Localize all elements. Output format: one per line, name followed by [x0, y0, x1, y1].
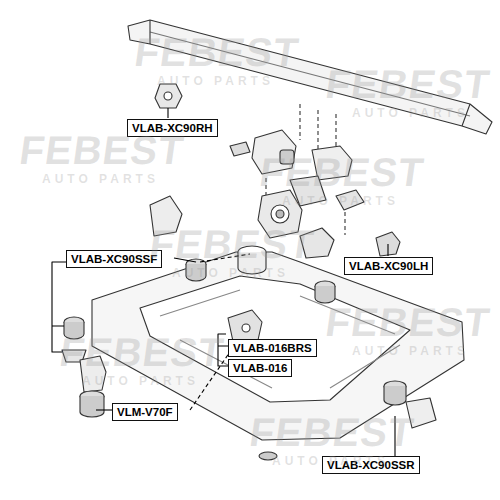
- watermark-brand: FEBEST: [257, 150, 427, 195]
- watermark-tagline: AUTO PARTS: [282, 194, 399, 208]
- part-number: VLAB-XC90LH: [349, 260, 428, 272]
- part-number-box: VLAB-XC90SSR: [322, 456, 420, 474]
- watermark-tagline: AUTO PARTS: [352, 106, 469, 120]
- part-number: VLM-V70F: [117, 406, 173, 418]
- part-number-box: VLAB-XC90LH: [344, 257, 433, 275]
- part-number-box: VLAB-016BRS: [228, 339, 317, 357]
- part-number-box: VLAB-XC90RH: [127, 119, 218, 137]
- watermark-tagline: AUTO PARTS: [42, 172, 159, 186]
- watermark-brand: FEBEST: [57, 330, 227, 375]
- watermark-brand: FEBEST: [323, 62, 493, 107]
- part-number: VLAB-XC90RH: [132, 122, 213, 134]
- watermark-brand: FEBEST: [247, 410, 417, 455]
- part-number-box: VLAB-016: [228, 359, 292, 377]
- watermark-tagline: AUTO PARTS: [172, 266, 289, 280]
- watermark-tagline: AUTO PARTS: [82, 374, 199, 388]
- part-number-box: VLM-V70F: [112, 403, 178, 421]
- watermark-brand: FEBEST: [132, 30, 302, 75]
- part-number: VLAB-XC90SSR: [327, 459, 415, 471]
- part-number: VLAB-XC90SSF: [71, 253, 157, 265]
- watermark-brand: FEBEST: [147, 222, 317, 267]
- part-number: VLAB-016: [233, 362, 287, 374]
- watermark-tagline: AUTO PARTS: [157, 74, 274, 88]
- part-number-box: VLAB-XC90SSF: [66, 250, 162, 268]
- part-number: VLAB-016BRS: [233, 342, 312, 354]
- watermark-tagline: AUTO PARTS: [352, 344, 469, 358]
- watermark-brand: FEBEST: [323, 300, 493, 345]
